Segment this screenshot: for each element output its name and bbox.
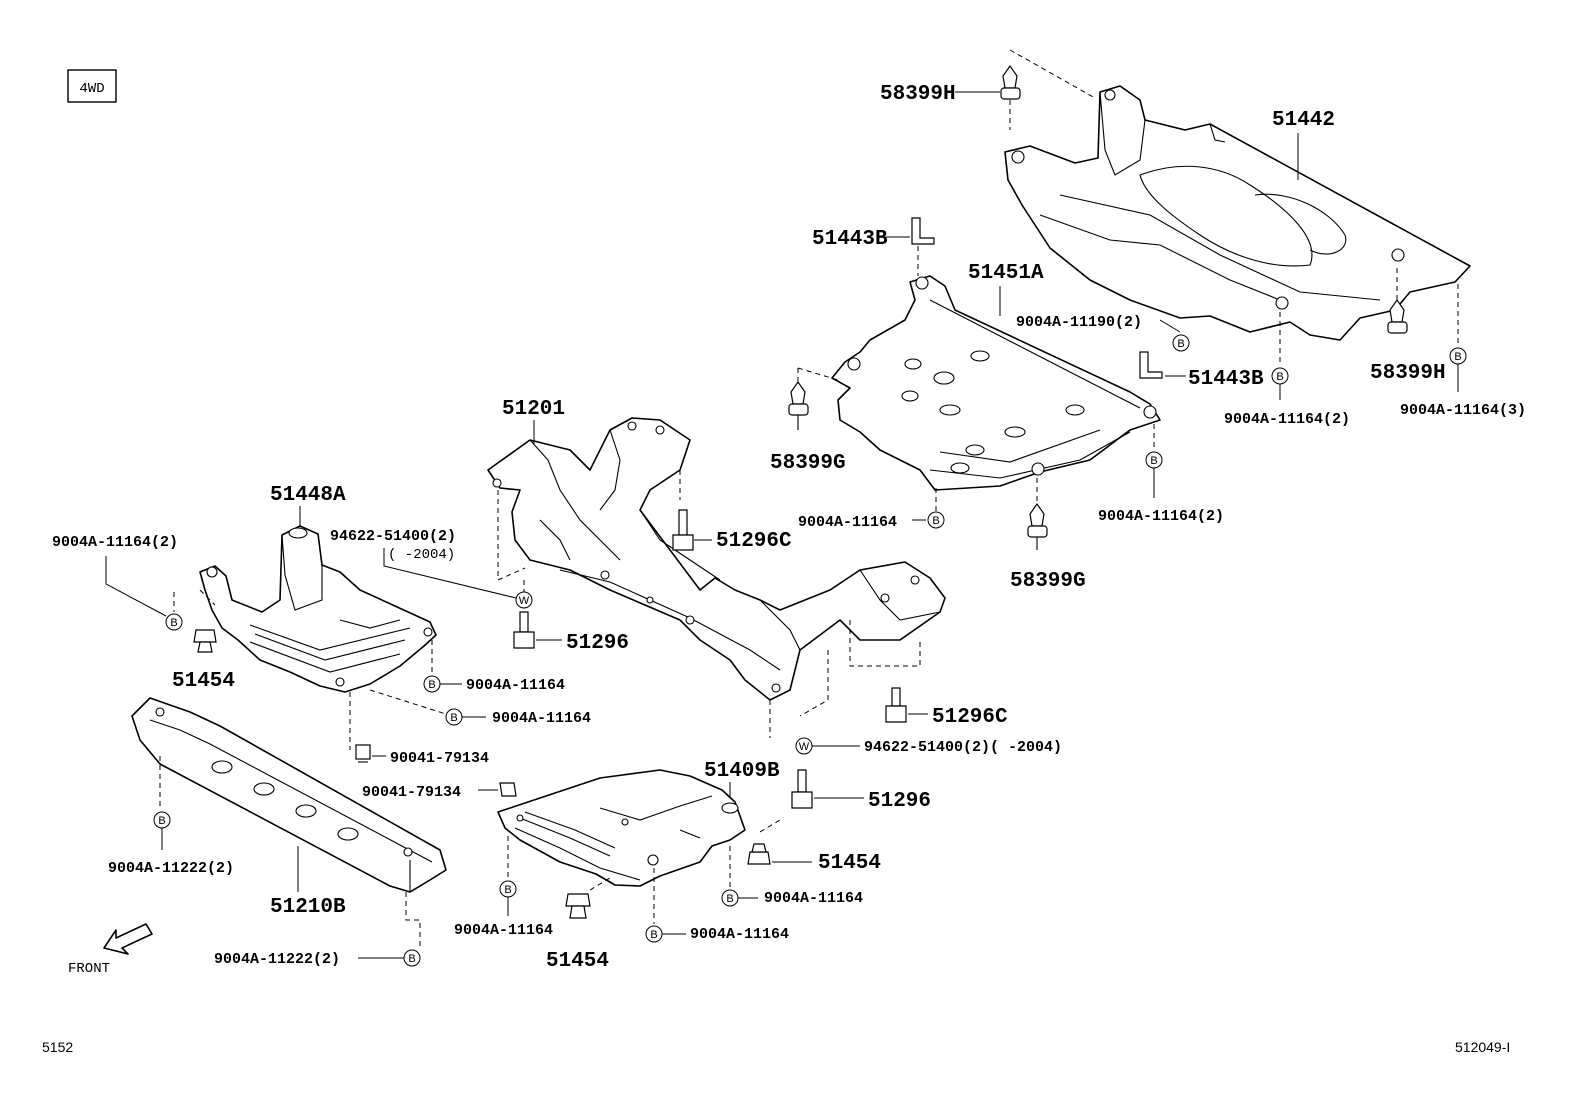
part-51448A-shape — [199, 525, 437, 693]
bolt-51296C-top — [672, 509, 694, 551]
part-51296C-bottom-label: 51296C — [932, 706, 1008, 729]
svg-text:W: W — [519, 595, 530, 607]
svg-text:B: B — [932, 515, 939, 527]
part-51296C-top-label: 51296C — [716, 530, 792, 553]
part-9004A-11164-c-label: 9004A-11164 — [764, 890, 863, 907]
clip-51454-bottom — [565, 893, 591, 919]
part-51409B-label: 51409B — [704, 760, 780, 783]
part-9004A-11164-e-label: 9004A-11164 — [690, 926, 789, 943]
part-51442-label: 51442 — [1272, 109, 1335, 132]
part-51451A-shape — [831, 275, 1161, 491]
svg-text:B: B — [170, 617, 177, 629]
clip-51454-left — [193, 629, 217, 653]
part-58399G-bottom-label: 58399G — [1010, 570, 1086, 593]
part-51201-shape — [487, 417, 946, 701]
front-arrow-icon — [103, 923, 153, 955]
svg-text:B: B — [1150, 455, 1157, 467]
part-51442-shape — [1004, 85, 1471, 341]
page-code: 5152 — [42, 1039, 73, 1055]
part-9004A-11164-2-left-label: 9004A-11164(2) — [52, 534, 178, 551]
svg-text:B: B — [158, 815, 165, 827]
part-9004A-11164-mid-label: 9004A-11164 — [798, 514, 897, 531]
part-51451A-label: 51451A — [968, 262, 1044, 285]
part-51454-bottom-label: 51454 — [546, 950, 609, 973]
part-51210B-label: 51210B — [270, 896, 346, 919]
part-9004A-11164-a-label: 9004A-11164 — [466, 677, 565, 694]
part-51443B-right-label: 51443B — [1188, 368, 1264, 391]
svg-text:W: W — [799, 741, 810, 753]
part-9004A-11190-label: 9004A-11190(2) — [1016, 314, 1142, 331]
clip-58399H-top — [1000, 64, 1021, 100]
part-51443B-top-label: 51443B — [812, 228, 888, 251]
front-label: FRONT — [68, 961, 110, 977]
nut-90041-79134-a — [355, 744, 371, 763]
part-9004A-11164-2-mid-label: 9004A-11164(2) — [1098, 508, 1224, 525]
part-58399G-left-label: 58399G — [770, 452, 846, 475]
svg-text:B: B — [1177, 338, 1184, 350]
part-51296-top-label: 51296 — [566, 632, 629, 655]
clip-58399G-bottom — [1027, 502, 1048, 550]
part-51210B-shape — [131, 697, 447, 893]
part-9004A-11164-2-right-label: 9004A-11164(2) — [1224, 411, 1350, 428]
bolt-51296-top — [513, 611, 535, 649]
part-51409B-shape — [497, 769, 746, 887]
part-9004A-11164-b-label: 9004A-11164 — [492, 710, 591, 727]
part-51454-left-label: 51454 — [172, 670, 235, 693]
svg-text:B: B — [1454, 351, 1461, 363]
part-58399H-right-label: 58399H — [1370, 362, 1446, 385]
part-94622-top-range: ( -2004) — [388, 547, 455, 563]
nut-90041-79134-b — [499, 782, 517, 797]
clip-51454-right — [747, 843, 771, 865]
clip-58399H-right — [1387, 298, 1408, 334]
svg-text:B: B — [450, 712, 457, 724]
svg-text:B: B — [726, 893, 733, 905]
part-9004A-11222-bottom-label: 9004A-11222(2) — [214, 951, 340, 968]
svg-text:B: B — [408, 953, 415, 965]
part-9004A-11164-3-label: 9004A-11164(3) — [1400, 402, 1526, 419]
svg-text:B: B — [428, 679, 435, 691]
part-90041-79134-b-label: 90041-79134 — [362, 784, 461, 801]
bracket-51443B-top — [911, 217, 935, 245]
variant-badge: 4WD — [79, 81, 104, 97]
bolt-51296-bottom — [791, 769, 813, 809]
clip-58399G-left — [788, 380, 809, 430]
part-51201-label: 51201 — [502, 398, 565, 421]
part-9004A-11222-top-label: 9004A-11222(2) — [108, 860, 234, 877]
variant-badge-box — [67, 69, 117, 103]
part-58399H-top-label: 58399H — [880, 83, 956, 106]
part-51448A-label: 51448A — [270, 484, 346, 507]
part-94622-bottom-label: 94622-51400(2)( -2004) — [864, 739, 1062, 756]
part-51296-bottom-label: 51296 — [868, 790, 931, 813]
part-90041-79134-a-label: 90041-79134 — [390, 750, 489, 767]
bolt-51296C-bottom — [885, 687, 907, 723]
bracket-51443B-right — [1139, 351, 1163, 379]
svg-text:B: B — [1276, 371, 1283, 383]
part-94622-top-label: 94622-51400(2) — [330, 528, 456, 545]
part-51454-right-label: 51454 — [818, 852, 881, 875]
svg-text:B: B — [504, 884, 511, 896]
part-9004A-11164-d-label: 9004A-11164 — [454, 922, 553, 939]
svg-text:B: B — [650, 929, 657, 941]
figure-code: 512049-I — [1455, 1039, 1510, 1055]
